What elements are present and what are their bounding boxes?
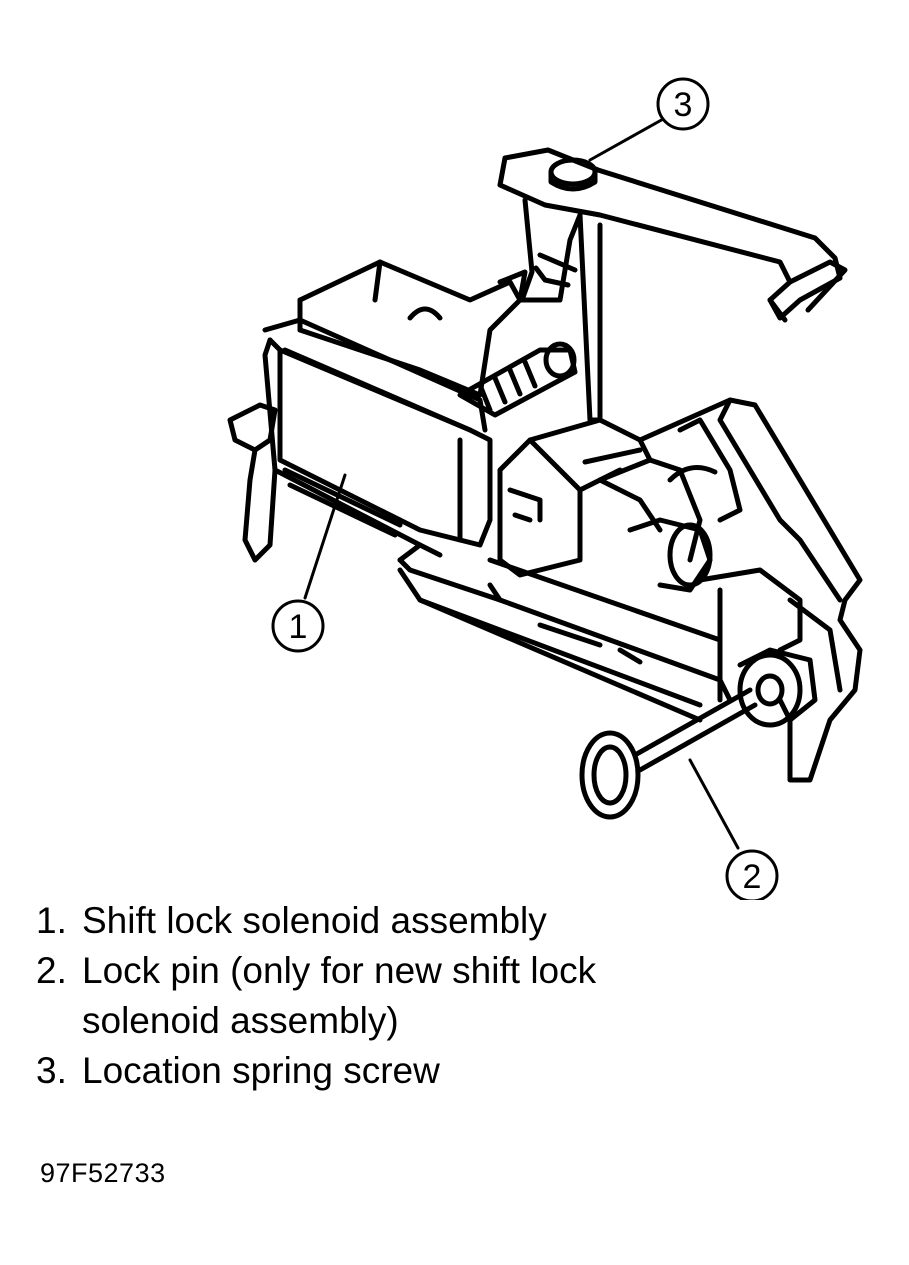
- legend-item: 1. Shift lock solenoid assembly: [36, 896, 816, 946]
- lock-housing: [597, 397, 863, 783]
- lock-pin: [579, 647, 818, 820]
- callout-3: 3: [656, 77, 710, 131]
- solenoid-top-housing: [262, 259, 523, 433]
- legend-text: Shift lock solenoid assembly: [82, 900, 547, 941]
- solenoid-body: [227, 337, 493, 563]
- slide-rail: [397, 542, 733, 723]
- callout-3-label: 3: [674, 86, 693, 124]
- legend-text: Lock pin (only for new shift lock soleno…: [82, 950, 597, 1041]
- parts-legend: 1. Shift lock solenoid assembly 2. Lock …: [36, 896, 816, 1096]
- leader-lines: [303, 116, 740, 850]
- solenoid-plunger: [457, 269, 578, 418]
- solenoid-carrier: [497, 417, 653, 578]
- callout-1: 1: [271, 599, 325, 653]
- shift-lock-solenoid-illustration: 1 2 3: [227, 77, 863, 900]
- legend-number: 3.: [36, 1050, 67, 1091]
- legend-number: 2.: [36, 950, 67, 991]
- callout-1-label: 1: [289, 608, 308, 646]
- location-spring: [497, 147, 848, 323]
- figure-code: 97F52733: [40, 1158, 166, 1188]
- legend-item: 2. Lock pin (only for new shift lock sol…: [36, 946, 816, 1046]
- legend-item: 3. Location spring screw: [36, 1046, 816, 1096]
- callout-2: 2: [725, 849, 779, 900]
- callout-2-label: 2: [743, 858, 762, 896]
- legend-text: Location spring screw: [82, 1050, 440, 1091]
- legend-number: 1.: [36, 900, 67, 941]
